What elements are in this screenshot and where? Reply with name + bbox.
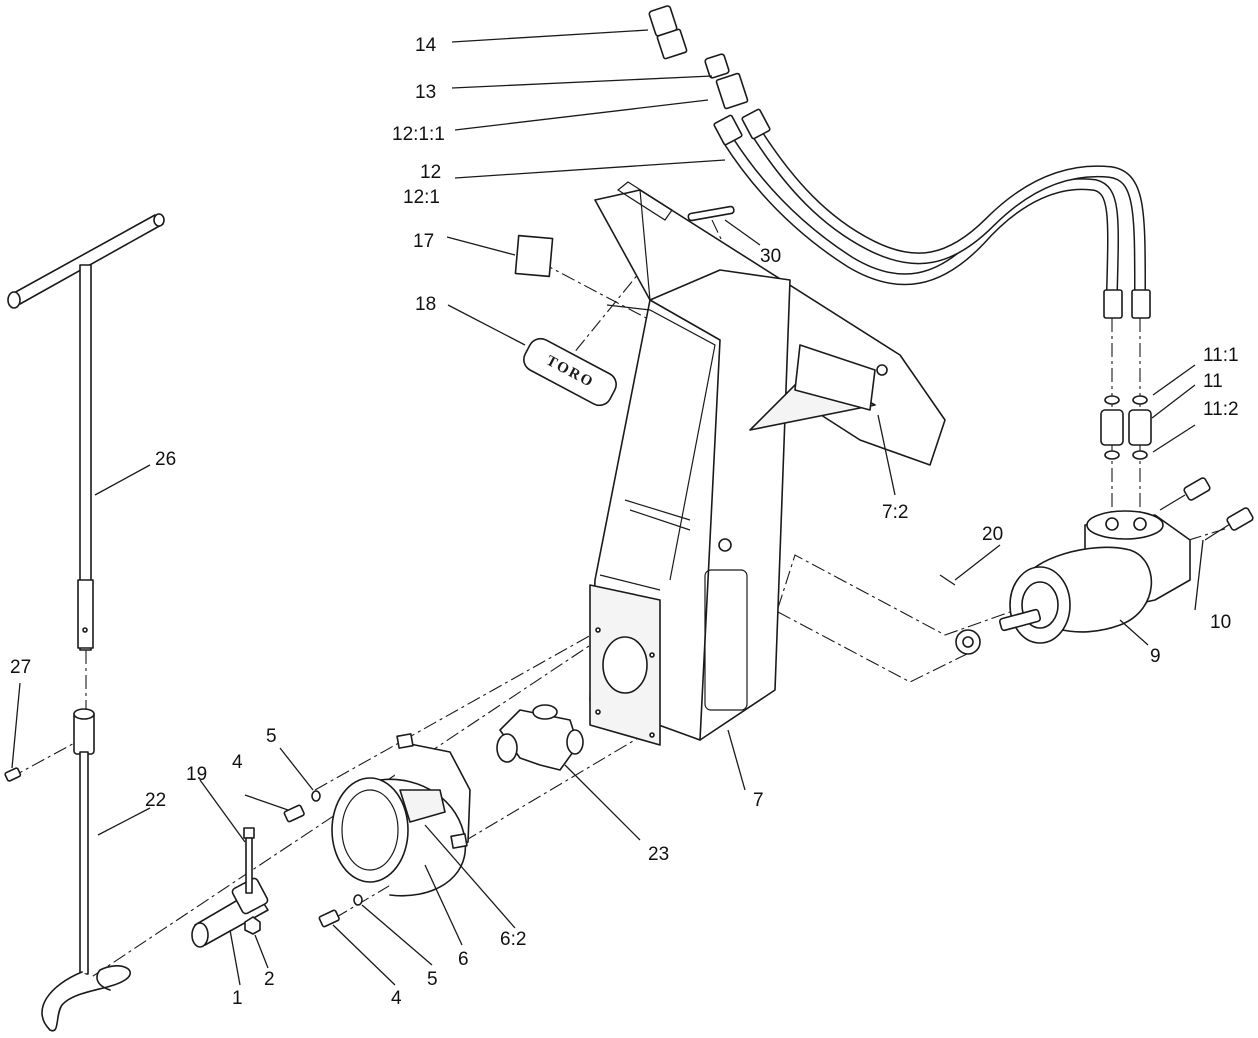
callout-14: 14	[415, 35, 437, 56]
callout-9: 9	[1150, 646, 1161, 667]
shaft-22	[41, 708, 132, 1032]
decal-18: TORO	[523, 337, 617, 407]
bolt-4-lower	[318, 894, 363, 928]
callout-30: 30	[760, 246, 781, 267]
callout-11-2: 11:2	[1203, 399, 1239, 420]
callout-27: 27	[10, 657, 31, 678]
hydraulic-hoses	[713, 108, 1151, 319]
callout-11: 11	[1203, 371, 1223, 392]
quick-coupler-14	[648, 5, 688, 60]
callout-1: 1	[232, 988, 243, 1009]
leader-lines	[11, 29, 1204, 986]
callout-7: 7	[753, 790, 764, 811]
pin-27	[4, 767, 22, 782]
bolt-19	[243, 827, 255, 894]
quick-coupler-13	[704, 53, 749, 110]
callout-5-lower: 5	[427, 969, 438, 990]
fittings-11	[1100, 395, 1152, 460]
frame-7	[589, 181, 946, 746]
callout-7-2: 7:2	[882, 502, 908, 523]
callout-19: 19	[186, 764, 207, 785]
coupler-1	[191, 877, 269, 948]
callout-26: 26	[155, 449, 176, 470]
pin-30	[687, 205, 735, 222]
key-20	[939, 574, 956, 586]
callout-12-1-1: 12:1:1	[392, 124, 445, 145]
callout-labels: 14 13 12:1:1 12 12:1 17 30 18 11:1 11 11…	[10, 35, 1239, 1009]
callout-6: 6	[458, 949, 469, 970]
bolt-4-upper	[283, 790, 321, 823]
callout-12-1: 12:1	[403, 187, 440, 208]
callout-4-lower: 4	[391, 988, 402, 1009]
guard-6	[331, 733, 471, 897]
callout-6-2: 6:2	[500, 929, 526, 950]
decal-17	[514, 234, 554, 278]
t-handle-26	[7, 213, 165, 651]
callout-4-upper: 4	[232, 752, 243, 773]
callout-22: 22	[145, 790, 166, 811]
callout-11-1: 11:1	[1203, 345, 1239, 366]
coupler-spider	[955, 629, 981, 655]
callout-17: 17	[413, 231, 434, 252]
callout-5-upper: 5	[266, 726, 277, 747]
callout-12: 12	[420, 162, 441, 183]
callout-13: 13	[415, 82, 436, 103]
callout-23: 23	[648, 844, 669, 865]
callout-20: 20	[982, 524, 1003, 545]
nut-2	[244, 916, 261, 935]
callout-10: 10	[1210, 612, 1231, 633]
hydraulic-motor-9	[999, 510, 1191, 644]
callout-2: 2	[264, 969, 275, 990]
bolts-10	[1159, 477, 1254, 541]
gearbox-23	[496, 704, 584, 771]
callout-18: 18	[415, 294, 436, 315]
